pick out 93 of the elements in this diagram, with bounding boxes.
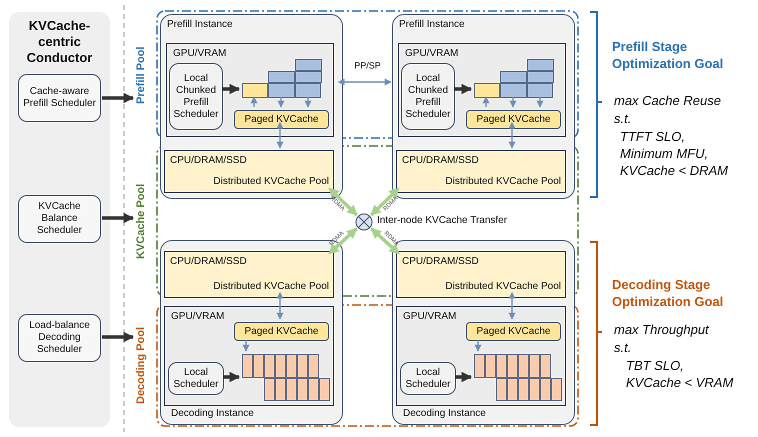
arrow <box>508 122 516 149</box>
memory-label: GPU/VRAM <box>405 48 458 60</box>
instance-label: Prefill Instance <box>167 19 233 31</box>
goal-text: s.t. <box>614 340 632 356</box>
arrow <box>510 97 516 108</box>
arrow <box>102 212 134 224</box>
cache-label: Paged KVCache <box>244 114 318 126</box>
memory-pool-box <box>164 150 334 193</box>
arrow <box>370 227 400 254</box>
node-caption: Inter-node KVCache Transfer <box>377 215 508 227</box>
goal-heading: Prefill Stage Optimization Goal <box>612 38 724 72</box>
pool-label: Decoding Pool <box>134 326 148 406</box>
goal-text: Minimum MFU, <box>620 146 708 162</box>
scheduler-box <box>400 362 456 395</box>
arrow <box>276 292 284 320</box>
memory-label: Distributed KVCache Pool <box>213 176 329 188</box>
kv-block-grid <box>242 59 322 98</box>
scheduler-label: Local Scheduler <box>172 366 220 390</box>
memory-label: Distributed KVCache Pool <box>445 281 561 293</box>
memory-pool-box <box>164 251 334 298</box>
memory-label: GPU/VRAM <box>171 311 224 323</box>
memory-pool-box <box>396 251 566 298</box>
arrow <box>328 227 358 254</box>
memory-label: CPU/DRAM/SSD <box>170 155 247 167</box>
scheduler-box <box>169 63 223 130</box>
arrow <box>370 188 400 216</box>
scheduler-box <box>168 362 224 395</box>
kv-block-grid <box>474 59 554 98</box>
arrow <box>250 96 258 107</box>
paged-kvcache-box <box>466 322 561 341</box>
arrow <box>278 97 284 108</box>
goal-text: max Throughput <box>614 322 709 338</box>
transfer-circle <box>355 213 373 231</box>
memory-label: CPU/DRAM/SSD <box>170 256 247 268</box>
memory-label: GPU/VRAM <box>173 48 226 60</box>
arrow <box>304 97 312 108</box>
edge-label: PP/SP <box>354 62 381 70</box>
memory-label: Distributed KVCache Pool <box>213 281 329 293</box>
goal-text: s.t. <box>614 111 632 127</box>
arrow <box>454 84 472 94</box>
arrow <box>102 332 134 342</box>
arrow <box>338 78 392 86</box>
arrow <box>474 340 482 352</box>
scheduler-box <box>18 314 101 362</box>
scheduler-box <box>401 63 455 130</box>
scheduler-box <box>18 74 101 122</box>
pool-label: Prefill Pool <box>134 45 148 106</box>
arrow <box>242 340 250 352</box>
memory-label: Distributed KVCache Pool <box>445 176 561 188</box>
arrow <box>328 188 358 216</box>
memory-label: GPU/VRAM <box>403 311 456 323</box>
cache-label: Paged KVCache <box>476 114 550 126</box>
gpu-memory-box <box>166 43 334 137</box>
gpu-memory-box <box>164 306 334 406</box>
scheduler-label: Cache-aware Prefill Scheduler <box>22 86 97 110</box>
gpu-memory-box <box>398 43 566 137</box>
goal-heading: Decoding Stage Optimization Goal <box>612 276 724 310</box>
paged-kvcache-box <box>234 322 329 341</box>
scheduler-label: KVCache Balance Scheduler <box>36 201 84 237</box>
instance-label: Prefill Instance <box>399 19 465 31</box>
arrow <box>536 97 544 108</box>
goal-text: KVCache < VRAM <box>626 375 734 391</box>
memory-label: CPU/DRAM/SSD <box>402 155 479 167</box>
goal-text: TBT SLO, <box>626 358 684 374</box>
paged-kvcache-box <box>234 110 329 129</box>
memory-pool-box <box>396 150 566 193</box>
arrow <box>508 292 516 320</box>
cache-label: Paged KVCache <box>476 326 550 338</box>
goal-text: max Cache Reuse <box>614 93 721 109</box>
scheduler-box <box>18 195 101 243</box>
kv-block-grid <box>474 354 562 402</box>
arrow <box>276 122 284 149</box>
scheduler-label: Local Scheduler <box>404 366 452 390</box>
goal-text: TTFT SLO, <box>620 129 685 145</box>
instance-label: Decoding Instance <box>403 408 486 420</box>
instance-label: Decoding Instance <box>171 408 254 420</box>
scheduler-label: Local Chunked Prefill Scheduler <box>172 72 220 120</box>
memory-label: CPU/DRAM/SSD <box>402 256 479 268</box>
panel-title: KVCache-centric Conductor <box>26 18 94 66</box>
pool-label: KVCache Pool <box>134 182 148 261</box>
conductor-panel <box>9 12 110 427</box>
arrow <box>223 372 240 382</box>
arrow <box>222 84 240 94</box>
arrow <box>102 92 134 104</box>
arrow <box>482 96 490 107</box>
paged-kvcache-box <box>466 110 561 129</box>
kv-block-grid <box>242 354 330 402</box>
cache-label: Paged KVCache <box>244 326 318 338</box>
goal-text: KVCache < DRAM <box>620 163 728 179</box>
arrow <box>455 372 472 382</box>
scheduler-label: Local Chunked Prefill Scheduler <box>404 72 452 120</box>
scheduler-label: Load-balance Decoding Scheduler <box>28 320 91 356</box>
gpu-memory-box <box>396 306 566 406</box>
